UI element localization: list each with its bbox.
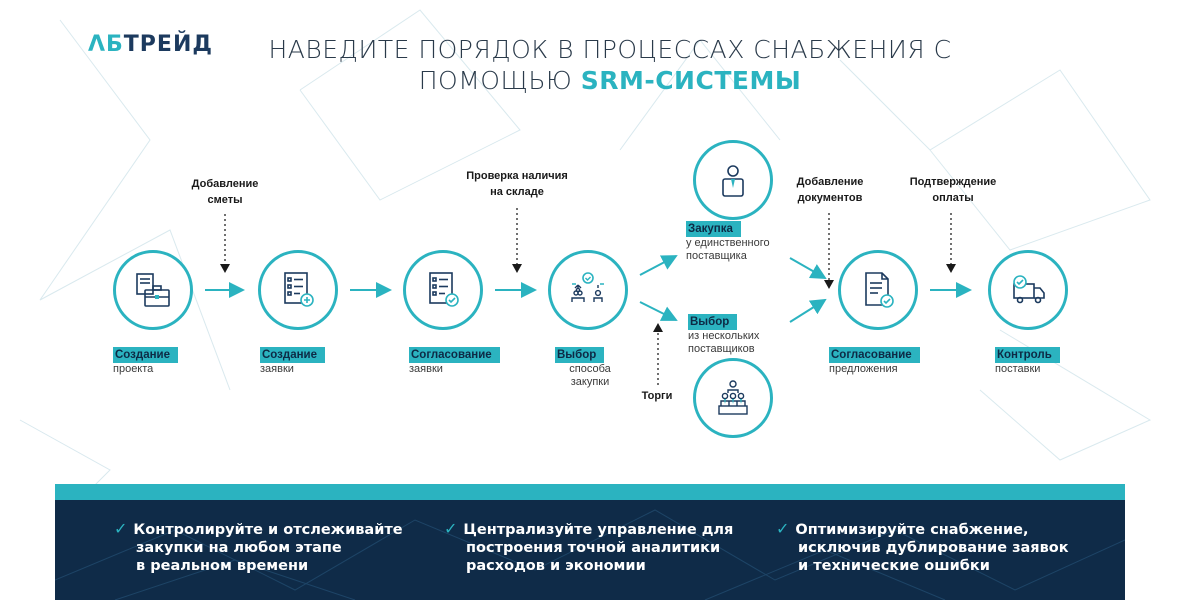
- step-sub: проекта: [113, 363, 154, 375]
- title-line-2-plain: ПОМОЩЬЮ: [418, 66, 581, 95]
- arrow-multi-approve: [789, 298, 827, 323]
- arrow-single-approve: [789, 257, 827, 279]
- benefit-control: ✓ Контролируйте и отслеживайте закупки на…: [114, 520, 403, 575]
- step-badge: Выбор: [555, 347, 605, 363]
- note-check-stock: Проверка наличия на складе: [455, 168, 579, 200]
- step-badge: Создание: [113, 347, 179, 363]
- note-tender: Торги: [641, 390, 673, 402]
- check-icon: ✓: [444, 519, 458, 538]
- title-line-2-accent: SRM-СИСТЕМЫ: [580, 66, 802, 95]
- company-logo: ΛБТРЕЙД: [88, 32, 213, 57]
- benefit-line: Централизуйте управление для: [463, 522, 734, 538]
- band-network-pattern: [55, 509, 1125, 600]
- band-accent-strip: [55, 484, 1125, 500]
- benefit-line: Контролируйте и отслеживайте: [133, 522, 403, 538]
- step-choose-method-label: Выбор способа закупки: [555, 347, 625, 389]
- step-approve-proposal-circle: [838, 250, 918, 330]
- step-sub-2: закупки: [570, 376, 610, 388]
- benefit-optimize: ✓ Оптимизируйте снабжение, исключив дубли…: [776, 520, 1069, 575]
- note-line: оплаты: [932, 192, 974, 204]
- dotted-estimate-head: [220, 264, 230, 273]
- benefit-line: построения точной аналитики: [466, 540, 721, 556]
- benefit-line: исключив дублирование заявок: [798, 540, 1069, 556]
- step-sub-1: способа: [569, 363, 611, 375]
- step-badge: Согласование: [829, 347, 920, 363]
- note-line: Проверка наличия: [466, 170, 568, 182]
- step-sub-1: у единственного: [686, 237, 770, 249]
- logo-text: ТРЕЙД: [123, 32, 213, 57]
- logo-mark: ΛБ: [88, 32, 124, 57]
- step-badge: Создание: [260, 347, 326, 363]
- step-badge: Выбор: [688, 314, 738, 330]
- note-line: Подтверждение: [909, 176, 997, 188]
- briefcase-docs-icon: [136, 273, 170, 307]
- page-title: НАВЕДИТЕ ПОРЯДОК В ПРОЦЕССАХ СНАБЖЕНИЯ С…: [180, 34, 1040, 96]
- step-approve-request-label: Согласование заявки: [409, 347, 500, 376]
- checklist-approve-icon: [429, 272, 459, 307]
- hierarchy-choice-icon: [571, 272, 604, 302]
- benefits-band: [55, 500, 1125, 600]
- note-line: на складе: [490, 186, 544, 198]
- step-create-project-circle: [113, 250, 193, 330]
- dotted-docs-head: [824, 280, 834, 289]
- step-sub-1: из нескольких: [688, 330, 760, 342]
- note-line: Добавление: [796, 176, 864, 188]
- step-badge: Контроль: [995, 347, 1060, 363]
- dotted-stock-head: [512, 264, 522, 273]
- benefit-line: Оптимизируйте снабжение,: [795, 522, 1029, 538]
- multi-supplier-label: Выбор из нескольких поставщиков: [688, 314, 759, 356]
- step-control-delivery-label: Контроль поставки: [995, 347, 1060, 376]
- step-sub: поставки: [995, 363, 1041, 375]
- note-line: сметы: [207, 194, 243, 206]
- note-line: документов: [797, 192, 863, 204]
- note-add-documents: Добавление документов: [785, 174, 875, 206]
- step-sub-2: поставщиков: [688, 343, 755, 355]
- check-icon: ✓: [776, 519, 790, 538]
- single-supplier-icon: [722, 165, 744, 197]
- single-supplier-circle: [693, 140, 773, 220]
- delivery-truck-icon: [1013, 275, 1045, 304]
- step-create-request-label: Создание заявки: [260, 347, 326, 376]
- benefit-line: в реальном времени: [136, 558, 309, 574]
- step-control-delivery-circle: [988, 250, 1068, 330]
- note-add-estimate: Добавление сметы: [180, 176, 270, 208]
- step-sub: заявки: [260, 363, 294, 375]
- note-confirm-payment: Подтверждение оплаты: [898, 174, 1008, 206]
- arrow-4-multi: [639, 301, 678, 321]
- step-sub: предложения: [829, 363, 898, 375]
- benefit-line: закупки на любом этапе: [136, 540, 342, 556]
- step-badge: Согласование: [409, 347, 500, 363]
- checklist-plus-icon: [284, 272, 314, 307]
- multi-supplier-icon: [718, 380, 748, 415]
- benefit-centralize: ✓ Централизуйте управление для построения…: [444, 520, 733, 575]
- step-badge: Закупка: [686, 221, 741, 237]
- dotted-tender-head: [653, 323, 663, 332]
- title-line-2: ПОМОЩЬЮ SRM-СИСТЕМЫ: [180, 65, 1040, 96]
- step-create-request-circle: [258, 250, 338, 330]
- step-sub: заявки: [409, 363, 443, 375]
- step-create-project-label: Создание проекта: [113, 347, 179, 376]
- single-supplier-label: Закупка у единственного поставщика: [686, 221, 770, 263]
- benefit-line: и технические ошибки: [798, 558, 990, 574]
- title-line-1: НАВЕДИТЕ ПОРЯДОК В ПРОЦЕССАХ СНАБЖЕНИЯ С: [268, 35, 952, 64]
- multi-supplier-circle: [693, 358, 773, 438]
- benefit-line: расходов и экономии: [466, 558, 646, 574]
- step-choose-method-circle: [548, 250, 628, 330]
- dotted-payment-head: [946, 264, 956, 273]
- note-line: Добавление: [191, 178, 259, 190]
- step-sub-2: поставщика: [686, 250, 747, 262]
- arrow-4-single: [639, 255, 678, 276]
- document-approve-icon: [865, 272, 894, 308]
- step-approve-request-circle: [403, 250, 483, 330]
- step-approve-proposal-label: Согласование предложения: [829, 347, 920, 376]
- check-icon: ✓: [114, 519, 128, 538]
